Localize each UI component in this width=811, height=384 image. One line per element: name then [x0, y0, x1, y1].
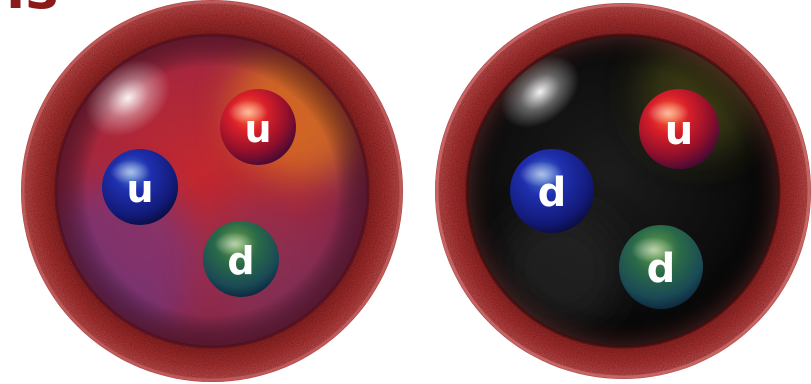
quark-up-blue: u	[102, 149, 178, 225]
quark-label: d	[538, 170, 567, 216]
quark-label: u	[665, 108, 693, 154]
corner-text: ıs	[6, 0, 59, 18]
quark-down-green: d	[619, 225, 703, 309]
neutron: u d d	[435, 3, 811, 379]
quark-down-blue: d	[510, 149, 594, 233]
quark-label: u	[126, 167, 153, 211]
quark-up-red: u	[220, 89, 296, 165]
proton: u u d	[21, 0, 403, 382]
quark-up-red: u	[639, 89, 719, 169]
quark-label: d	[647, 246, 676, 292]
quark-down-green: d	[203, 221, 279, 297]
quark-label: u	[244, 107, 271, 151]
quark-label: d	[227, 239, 254, 283]
